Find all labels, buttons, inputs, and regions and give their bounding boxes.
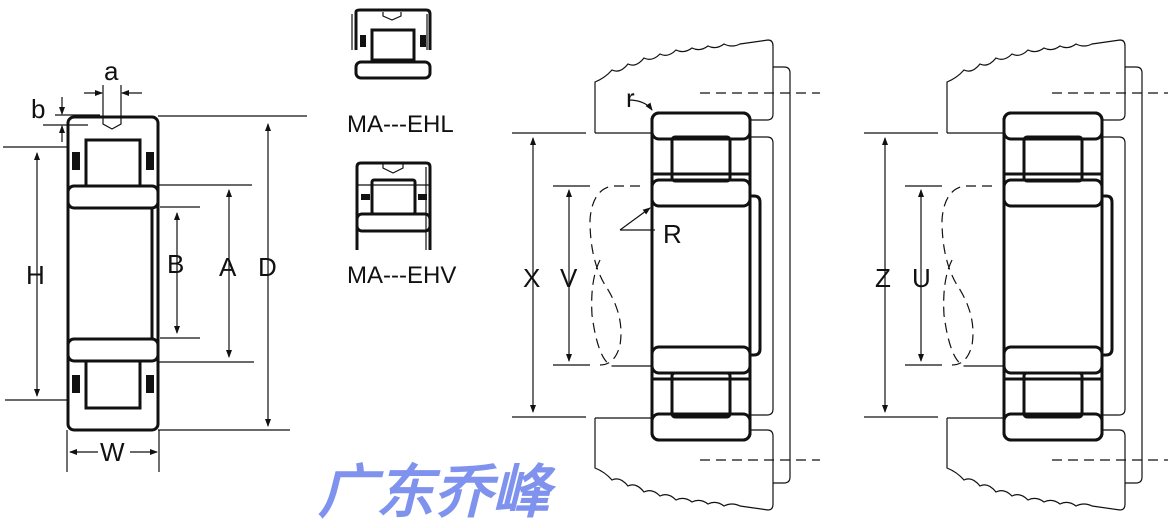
dim-label-X: X [523,263,540,293]
dim-label-A: A [219,252,237,282]
dim-label-r: r [626,83,635,113]
variant-ehv-section [355,161,432,250]
dim-label-V: V [560,263,578,293]
dim-label-R: R [663,219,682,249]
variant-label-ehv: MA---EHV [347,262,456,289]
mounted-bearing-housing-xv [588,38,822,512]
dimension-lines [3,85,307,472]
mounted-dimensions-zu [864,132,942,418]
dim-label-H: H [26,260,45,290]
main-bearing-section [66,115,160,432]
dim-label-B: B [167,249,184,279]
mounted-bearing-housing-zu [940,38,1168,512]
dim-label-a: a [104,56,119,86]
dim-label-Z: Z [875,263,891,293]
watermark-text: 广东乔峰 [318,458,557,526]
variant-label-ehl: MA---EHL [347,111,454,138]
dim-label-U: U [912,263,931,293]
dim-label-b: b [31,94,45,124]
variant-ehl-section [351,8,432,80]
dim-label-W: W [100,437,125,467]
mounted-dimensions-xv [512,99,655,418]
dim-label-D: D [258,252,277,282]
